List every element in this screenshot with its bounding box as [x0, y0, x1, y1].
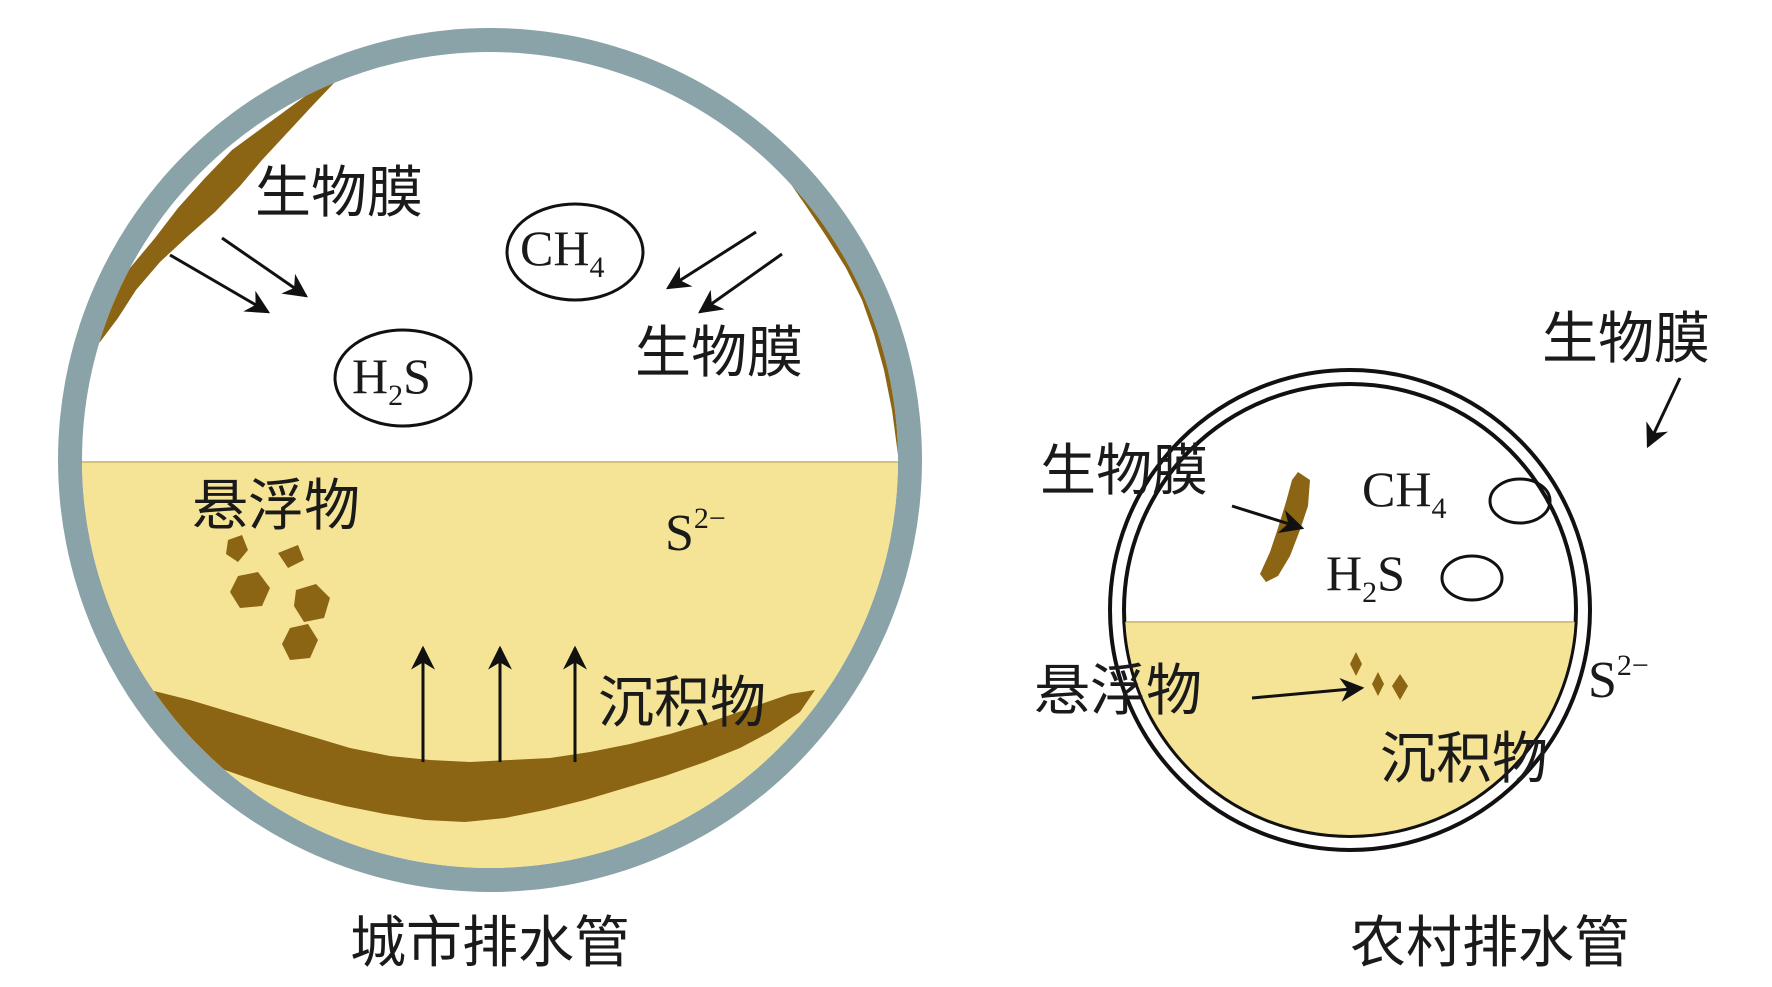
urban-h2s-label: H2S: [352, 348, 431, 412]
rural-sulfide-label: S2−: [1588, 649, 1649, 709]
urban-sulfide-main: S: [665, 505, 694, 562]
rural-h2s-label: H2S: [1326, 545, 1405, 609]
rural-h2s-bubble: [1440, 554, 1504, 602]
urban-sediment-label: 沉积物: [598, 671, 766, 736]
urban-sulfide-charge: 2−: [694, 502, 726, 535]
urban-h2s-h: H: [352, 348, 388, 404]
urban-ch4-label: CH4: [520, 220, 604, 284]
urban-left-biofilm: [88, 70, 340, 350]
rural-sulfide-main: S: [1588, 652, 1617, 709]
rural-suspended-label: 悬浮物: [1034, 659, 1202, 724]
rural-right-biofilm: [1602, 432, 1686, 526]
rural-h2s-h: H: [1326, 545, 1362, 601]
urban-h2s-s: S: [403, 348, 431, 404]
urban-bottom-sediment-biofilm: [140, 690, 815, 822]
rural-suspended-particles: [1350, 652, 1408, 700]
urban-suspended-label: 悬浮物: [192, 474, 360, 539]
urban-biofilm-left-label: 生物膜: [255, 161, 423, 226]
urban-pipe: 生物膜 生物膜 CH4 H2S 悬浮物 S2− 沉积物 城市排水管: [58, 28, 922, 976]
urban-h2s-bubble: [333, 328, 473, 428]
urban-gas-arrows: [169, 230, 783, 314]
rural-ch4-main: CH: [1362, 461, 1431, 517]
rural-h2s-subscript: 2: [1362, 576, 1377, 609]
rural-ch4-bubble: [1488, 477, 1552, 525]
urban-h2s-subscript: 2: [388, 379, 403, 412]
rural-sediment-label: 沉积物: [1380, 727, 1548, 792]
rural-sulfide-charge: 2−: [1617, 649, 1649, 682]
rural-pointer-arrows: [1231, 377, 1682, 702]
rural-pipe: 生物膜 生物膜 CH4 H2S 悬浮物 S2− 沉积物 农村排水管: [1034, 307, 1710, 976]
rural-ch4-subscript: 4: [1431, 492, 1446, 525]
rural-biofilm-left-label: 生物膜: [1040, 439, 1208, 504]
urban-ch4-subscript: 4: [589, 251, 604, 284]
urban-suspended-particles: [226, 535, 330, 660]
rural-ch4-label: CH4: [1362, 461, 1446, 525]
urban-ch4-main: CH: [520, 220, 589, 276]
rural-h2s-s: S: [1377, 545, 1405, 601]
urban-sediment-arrows: [411, 645, 587, 762]
rural-biofilm-top-right-label: 生物膜: [1542, 307, 1710, 372]
urban-sulfide-label: S2−: [665, 502, 726, 562]
urban-caption: 城市排水管: [350, 911, 630, 976]
urban-biofilm-right-label: 生物膜: [635, 321, 803, 386]
rural-caption: 农村排水管: [1350, 911, 1630, 976]
urban-ch4-bubble: [505, 202, 645, 302]
